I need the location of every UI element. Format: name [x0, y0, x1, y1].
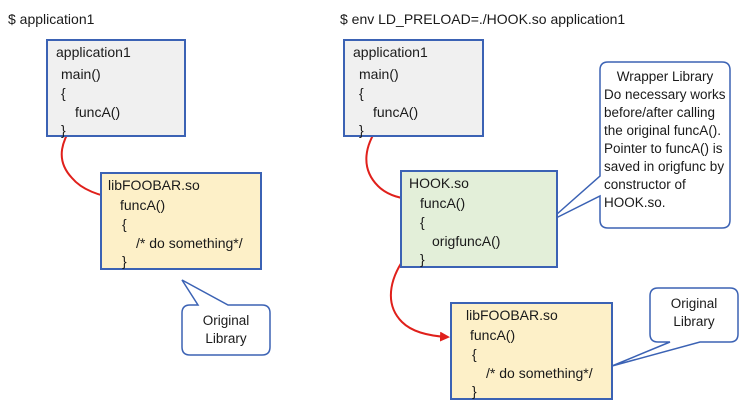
callout-line: Pointer to funcA() is: [604, 141, 723, 156]
wrapper-callout-title: Wrapper Library: [616, 69, 714, 84]
code-line: {: [61, 85, 66, 101]
wrapper-callout-body: Do necessary works before/after calling …: [604, 86, 726, 212]
code-line: }: [122, 253, 127, 269]
box-title: application1: [353, 44, 428, 60]
box-title: HOOK.so: [409, 175, 469, 191]
left-callout-bubble: [181, 279, 271, 356]
code-line: {: [359, 85, 364, 101]
code-line: {: [420, 214, 425, 230]
right-callout-bubble: [611, 287, 739, 367]
code-line: origfuncA(): [432, 233, 501, 249]
code-line: main(): [61, 66, 101, 82]
code-line: funcA(): [75, 104, 121, 120]
wrapper-callout-bubble: [547, 61, 731, 229]
callout-line: Library: [205, 331, 247, 346]
code-line: funcA(): [420, 195, 466, 211]
right-callout-text: Original Library: [650, 295, 738, 331]
box-title: libFOOBAR.so: [108, 177, 200, 193]
callout-line: constructor of: [604, 177, 686, 192]
right-library-box: libFOOBAR.so funcA() { /* do something*/…: [450, 302, 613, 400]
callout-line: Library: [673, 314, 715, 329]
code-line: {: [472, 346, 477, 362]
box-title: libFOOBAR.so: [466, 307, 558, 323]
code-line: main(): [359, 66, 399, 82]
box-title: application1: [56, 44, 131, 60]
callout-line: saved in origfunc by: [604, 159, 725, 174]
code-line: funcA(): [470, 327, 516, 343]
code-line: }: [61, 122, 66, 138]
code-line: {: [122, 216, 127, 232]
code-line: /* do something*/: [486, 365, 593, 381]
code-line: funcA(): [120, 197, 166, 213]
code-line: }: [420, 251, 425, 267]
callout-line: Original: [202, 313, 250, 328]
callout-line: the original funcA().: [604, 123, 722, 138]
left-application-box: application1 main() { funcA() }: [46, 39, 186, 138]
code-line: }: [472, 383, 477, 399]
left-command: $ application1: [8, 11, 95, 27]
left-callout-text: Original Library: [182, 312, 270, 348]
callout-line: Do necessary works: [604, 87, 726, 102]
left-library-box: libFOOBAR.so funcA() { /* do something*/…: [100, 172, 262, 270]
hook-library-box: HOOK.so funcA() { origfuncA() }: [400, 170, 558, 268]
code-line: funcA(): [373, 104, 419, 120]
callout-line: Original: [670, 296, 718, 311]
right-application-box: application1 main() { funcA() }: [343, 39, 484, 138]
code-line: /* do something*/: [136, 235, 243, 251]
code-line: }: [359, 122, 364, 138]
origfunc-call-arrow: [390, 239, 450, 342]
callout-line: before/after calling: [604, 105, 716, 120]
callout-line: HOOK.so.: [604, 195, 666, 210]
right-command: $ env LD_PRELOAD=./HOOK.so application1: [340, 11, 626, 27]
